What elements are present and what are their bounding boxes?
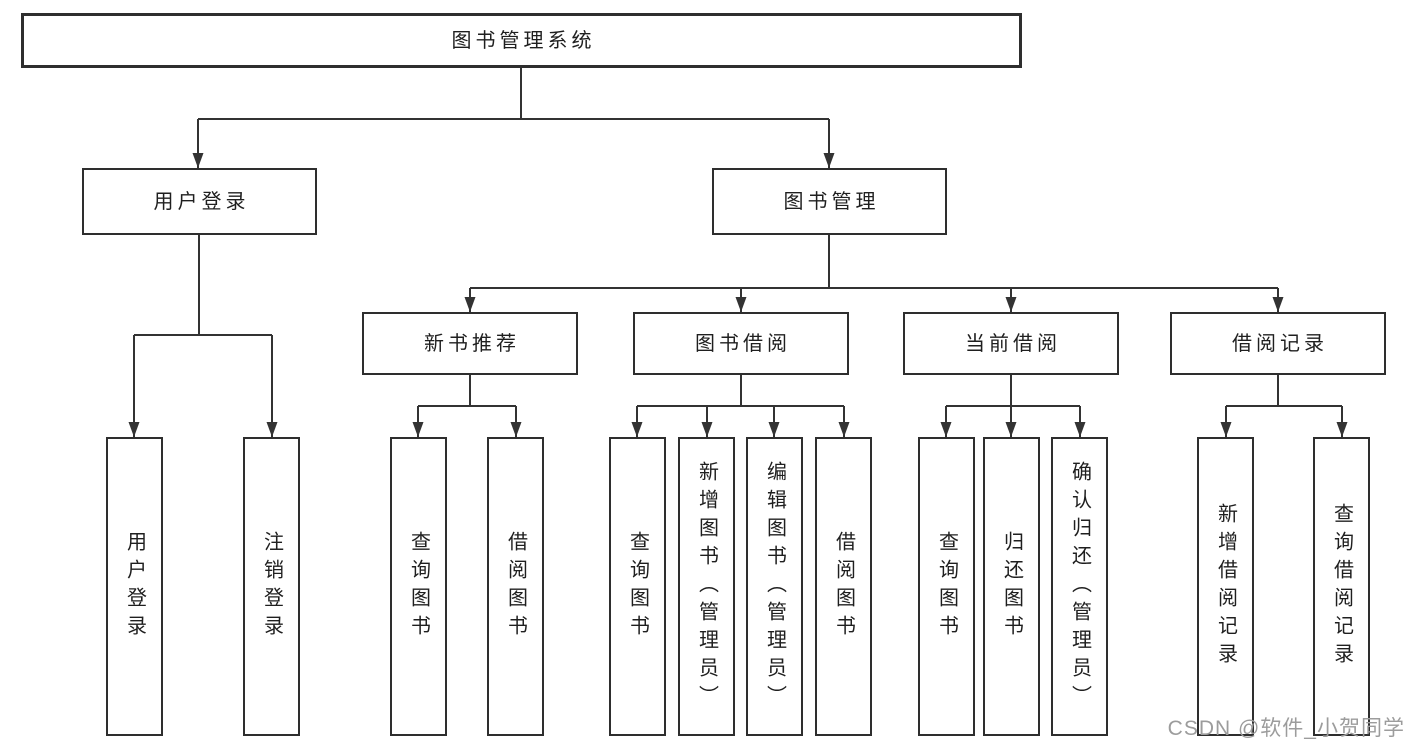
leaf-borrow-books-recommend: 借阅图书 [487,437,544,736]
csdn-watermark: CSDN @软件_小贺同学 [1167,717,1405,740]
leaf-edit-books-admin: 编辑图书（管理员） [746,437,803,736]
node-user-login: 用户登录 [82,168,317,235]
node-book-management: 图书管理 [712,168,947,235]
leaf-query-books-current: 查询图书 [918,437,975,736]
node-current-borrowing: 当前借阅 [903,312,1119,375]
leaf-logout-login: 注销登录 [243,437,300,736]
node-root-system: 图书管理系统 [21,13,1022,68]
leaf-confirm-return-admin: 确认归还（管理员） [1051,437,1108,736]
connector-rails [134,68,1342,407]
connector-arrows [128,119,1348,437]
node-borrowing-records: 借阅记录 [1170,312,1386,375]
node-book-borrowing: 图书借阅 [633,312,849,375]
leaf-add-books-admin: 新增图书（管理员） [678,437,735,736]
leaf-borrow-books: 借阅图书 [815,437,872,736]
leaf-add-borrow-record: 新增借阅记录 [1197,437,1254,736]
leaf-query-borrow-record: 查询借阅记录 [1313,437,1370,736]
leaf-return-books: 归还图书 [983,437,1040,736]
leaf-query-books-recommend: 查询图书 [390,437,447,736]
leaf-query-books-borrow: 查询图书 [609,437,666,736]
node-new-book-recommendation: 新书推荐 [362,312,578,375]
leaf-user-login: 用户登录 [106,437,163,736]
